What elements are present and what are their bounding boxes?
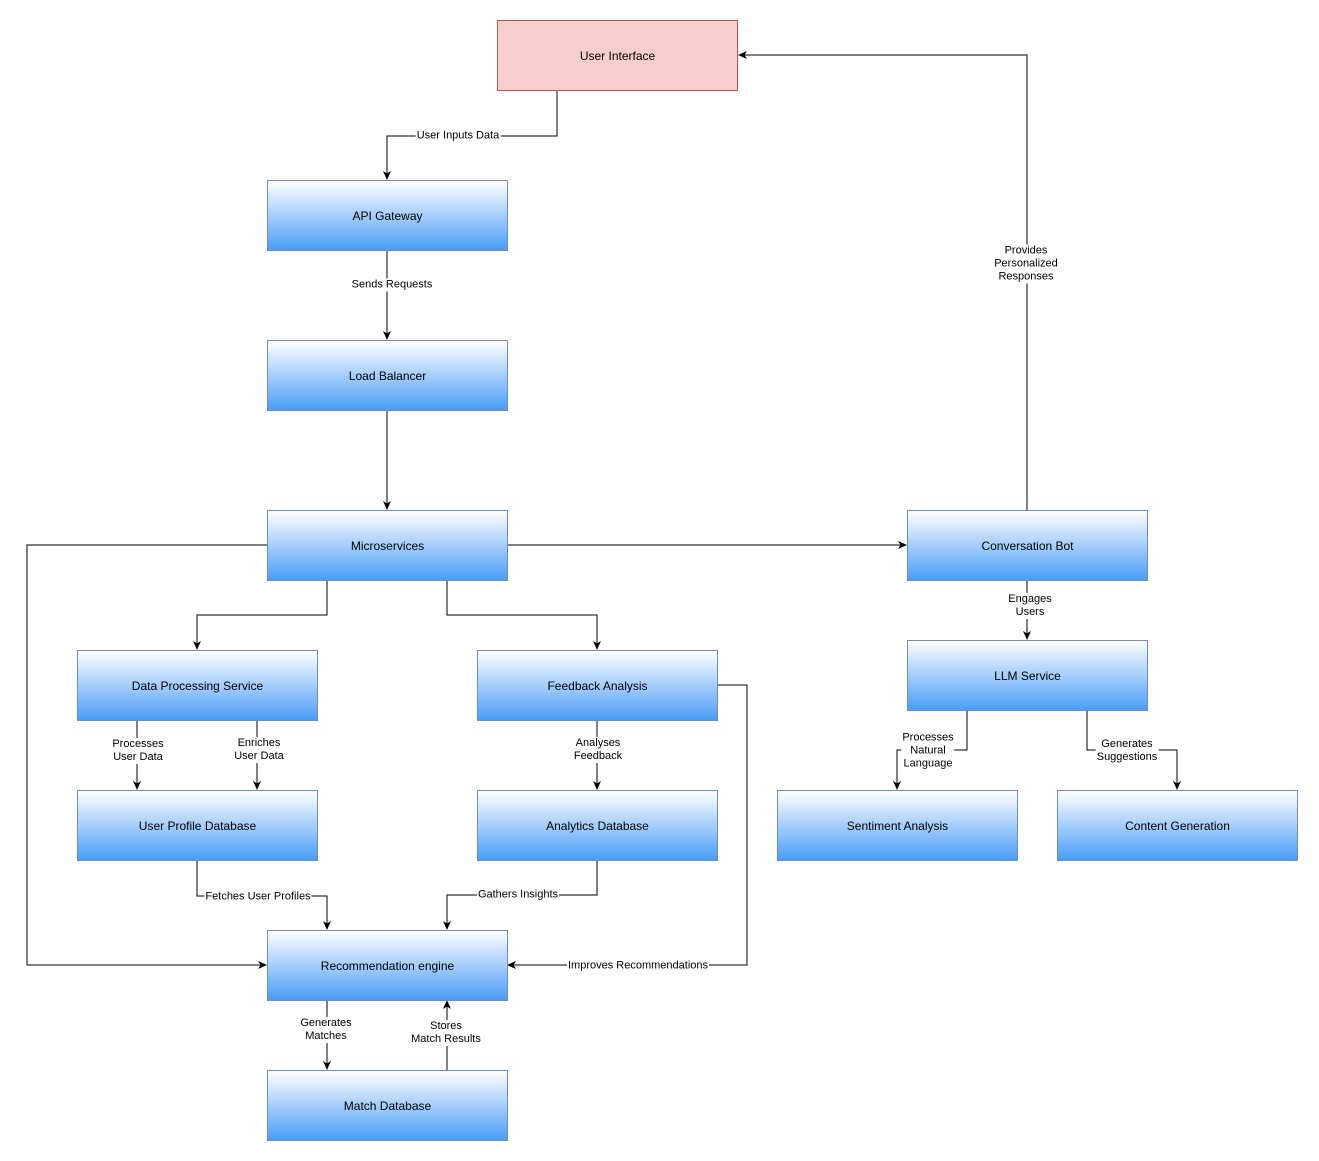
node-sentiment-analysis[interactable]: Sentiment Analysis: [777, 790, 1018, 861]
label-generates-suggestions: Generates Suggestions: [1095, 738, 1159, 764]
label-enriches-user-data: Enriches User Data: [233, 737, 285, 763]
node-conversation-bot[interactable]: Conversation Bot: [907, 510, 1148, 581]
edge-bot-to-ui: [738, 51, 1028, 510]
label-improves-recommendations: Improves Recommendations: [566, 959, 710, 973]
label-stores-match-results: Stores Match Results: [410, 1020, 482, 1046]
node-analytics-database[interactable]: Analytics Database: [477, 790, 718, 861]
node-feedback-analysis[interactable]: Feedback Analysis: [477, 650, 718, 721]
node-content-generation[interactable]: Content Generation: [1057, 790, 1298, 861]
label-sends-requests: Sends Requests: [350, 278, 434, 292]
node-match-database[interactable]: Match Database: [267, 1070, 508, 1141]
label-user-inputs-data: User Inputs Data: [415, 129, 501, 143]
edge-ms-to-fa: [446, 580, 601, 650]
label-provides-personalized-responses: Provides Personalized Responses: [993, 244, 1059, 284]
label-processes-user-data: Processes User Data: [111, 738, 165, 764]
edge-ms-to-dps: [193, 580, 328, 650]
node-data-processing-service[interactable]: Data Processing Service: [77, 650, 318, 721]
label-generates-matches: Generates Matches: [299, 1017, 353, 1043]
label-engages-users: Engages Users: [1007, 593, 1053, 619]
label-processes-natural-language: Processes Natural Language: [901, 731, 955, 771]
node-load-balancer[interactable]: Load Balancer: [267, 340, 508, 411]
label-fetches-user-profiles: Fetches User Profiles: [204, 890, 312, 904]
node-microservices[interactable]: Microservices: [267, 510, 508, 581]
node-user-profile-database[interactable]: User Profile Database: [77, 790, 318, 861]
edge-ms-to-rec: [26, 544, 267, 969]
label-analyses-feedback: Analyses Feedback: [572, 737, 624, 763]
label-gathers-insights: Gathers Insights: [476, 888, 560, 902]
node-recommendation-engine[interactable]: Recommendation engine: [267, 930, 508, 1001]
node-api-gateway[interactable]: API Gateway: [267, 180, 508, 251]
node-llm-service[interactable]: LLM Service: [907, 640, 1148, 711]
node-user-interface[interactable]: User Interface: [497, 20, 738, 91]
